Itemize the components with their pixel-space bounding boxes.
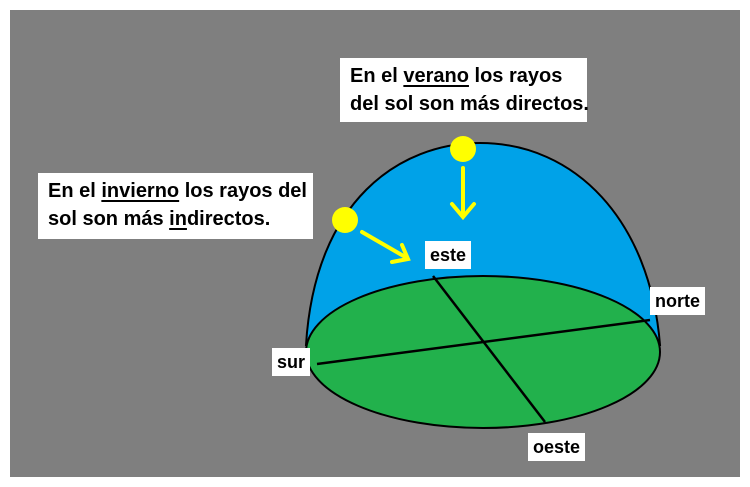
east-label: este: [425, 241, 472, 269]
summer-ray-arrow: [450, 166, 476, 221]
winter-emphasis: invierno: [101, 180, 180, 202]
summer-note-line1: En el verano los rayos: [350, 65, 563, 87]
north-south-line: [316, 318, 651, 366]
west-label: oeste: [528, 433, 586, 461]
north-label: norte: [650, 287, 705, 315]
summer-note-line2: del sol son más directos.: [350, 93, 589, 115]
summer-emphasis: verano: [403, 65, 469, 87]
winter-note-line2: sol son más indirectos.: [48, 208, 271, 230]
summer-note: En el verano los rayos del sol son más d…: [340, 58, 589, 122]
south-label: sur: [272, 348, 311, 376]
east-west-line: [432, 275, 546, 423]
summer-sun: [450, 136, 476, 162]
winter-ray-arrow: [360, 230, 411, 264]
winter-note-line1: En el invierno los rayos del: [48, 180, 307, 202]
winter-sun: [332, 207, 358, 233]
winter-note: En el invierno los rayos del sol son más…: [38, 173, 313, 239]
winter-line2-emphasis: in: [169, 208, 187, 230]
ground-disk: [305, 275, 661, 429]
